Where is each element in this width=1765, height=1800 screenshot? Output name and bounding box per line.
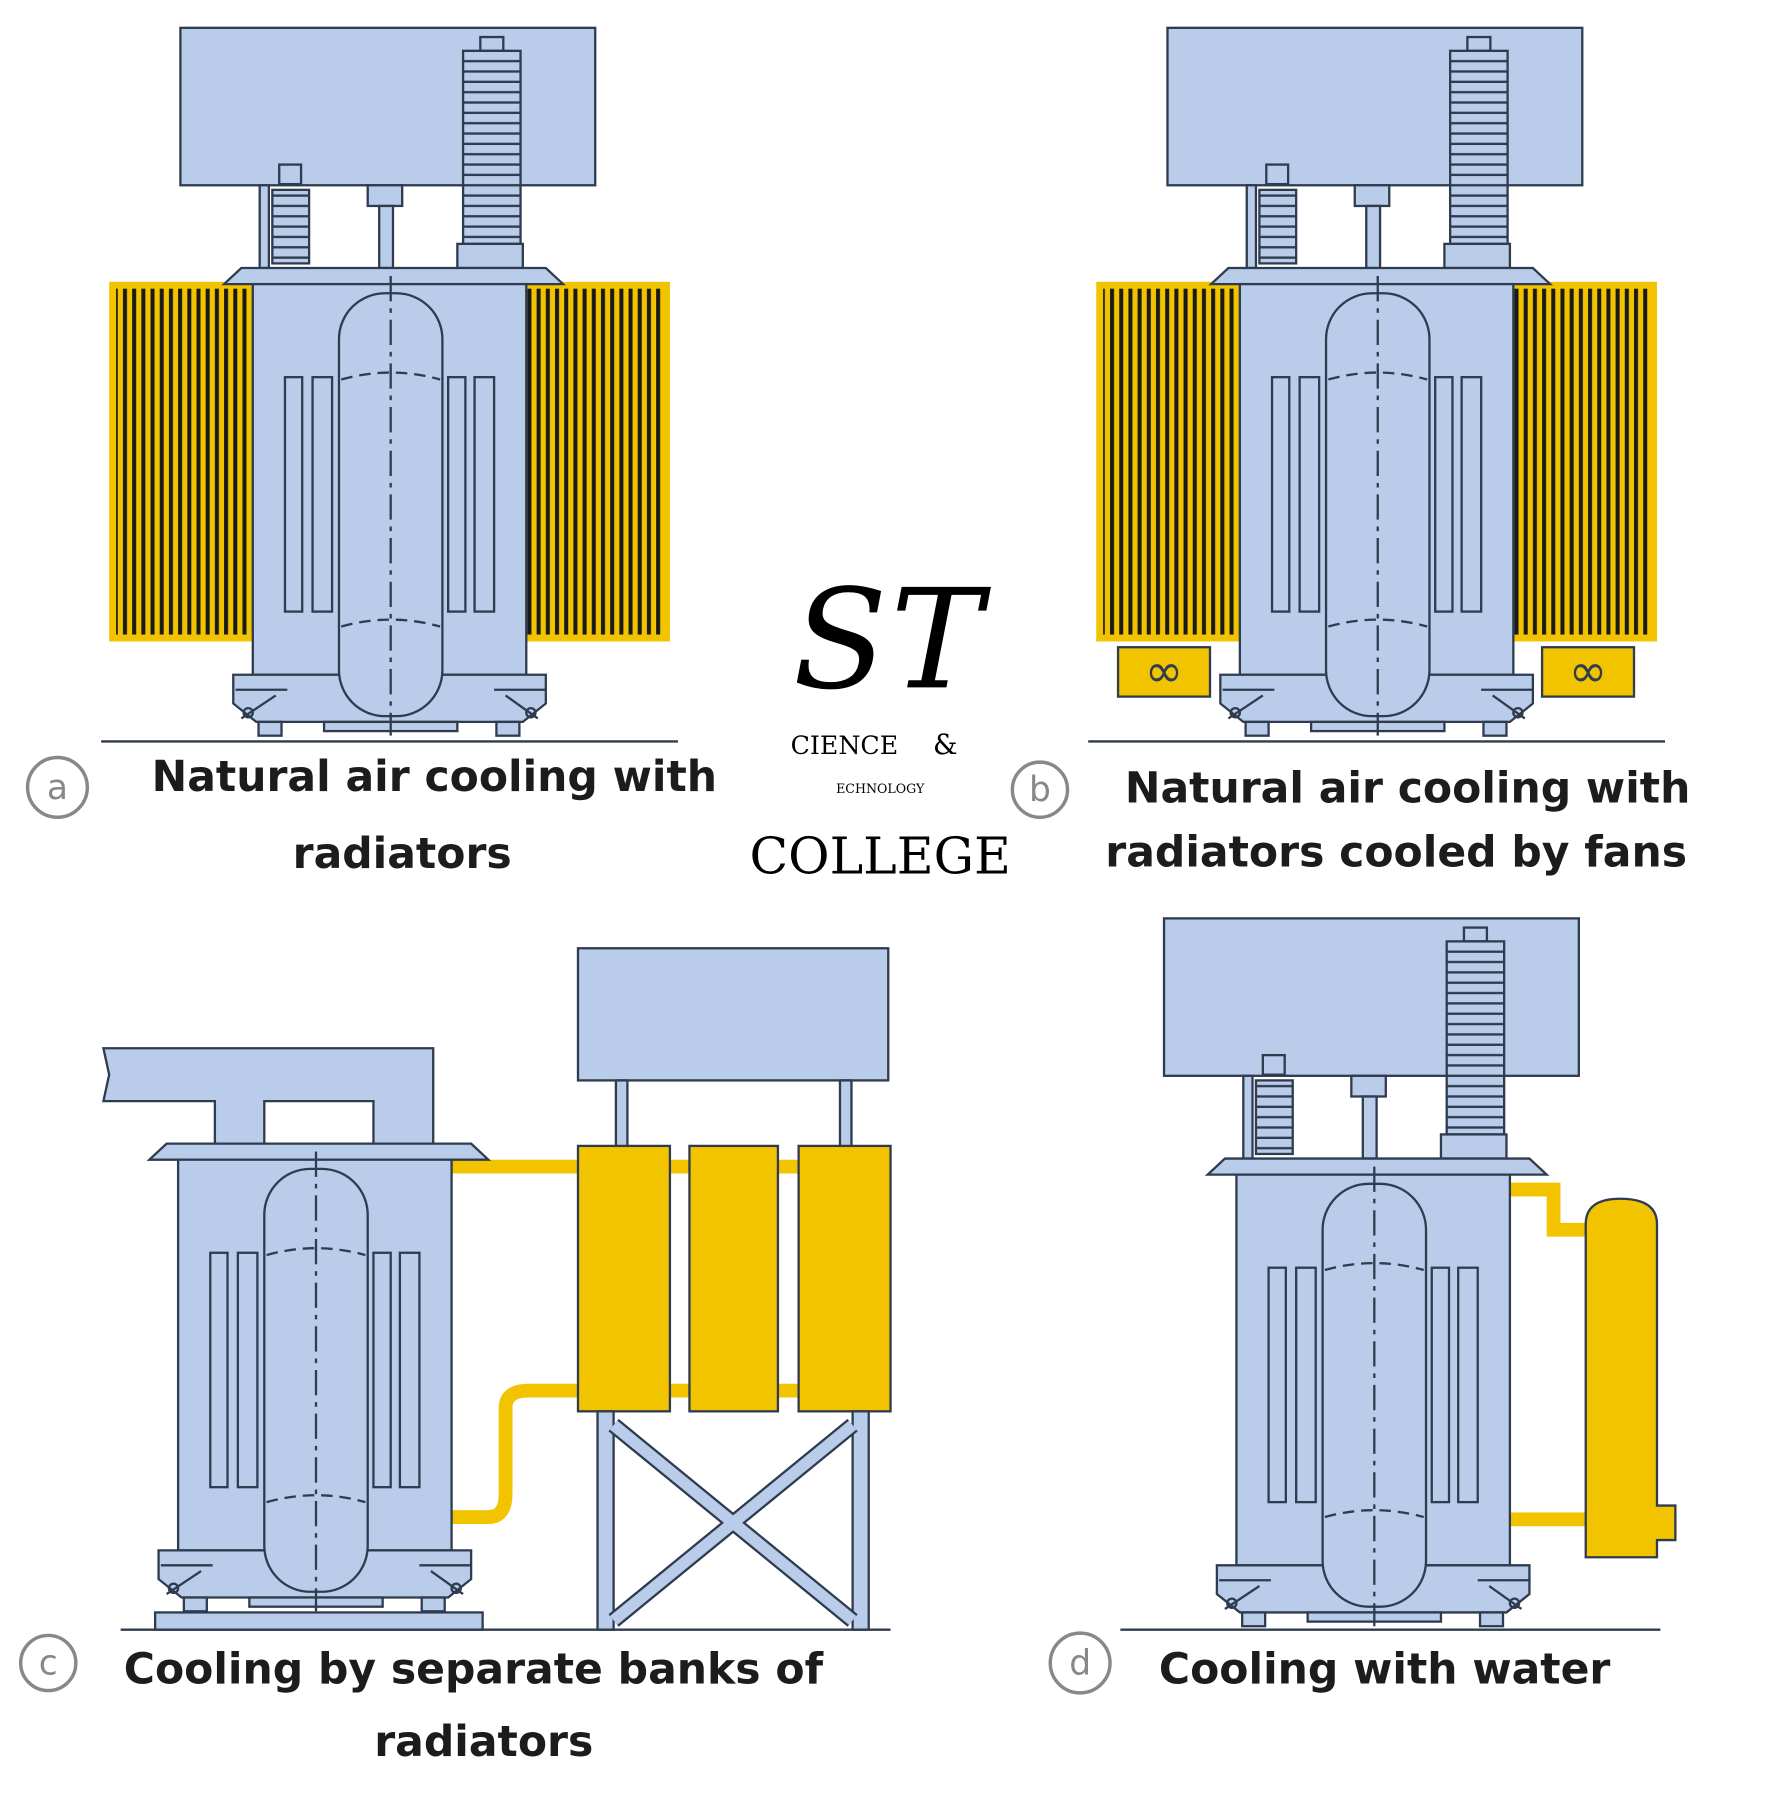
fan-icon: ∞ <box>1116 643 1212 698</box>
panel-a-marker <box>25 755 90 819</box>
panel-a-natural-air-radiators: a Natural air cooling with radiators <box>25 26 717 879</box>
panel-b-marker <box>1010 760 1070 819</box>
radiator-stand <box>596 1410 870 1631</box>
logo-college: COLLEGE <box>749 827 1010 886</box>
svg-text:∞: ∞ <box>1145 643 1183 697</box>
panel-c-separate-radiator-banks: c Cooling by separate banks of radiators <box>18 947 892 1767</box>
panel-d-letter: d <box>1069 1643 1091 1683</box>
panel-d-marker <box>1048 1631 1112 1695</box>
logo-s: S <box>793 559 887 720</box>
panel-c-caption-line1: Cooling by separate banks of <box>124 1646 824 1695</box>
panel-b-caption-line1: Natural air cooling with <box>1125 764 1690 813</box>
panel-b-caption-line2: radiators cooled by fans <box>1105 829 1687 878</box>
panel-c-marker <box>18 1633 78 1693</box>
panel-b-radiators-with-fans: ∞ ∞ b Natural air cooling with radiators… <box>1010 26 1690 878</box>
logo-technology: ECHNOLOGY <box>836 781 925 796</box>
panel-a-caption-line1: Natural air cooling with <box>152 753 717 802</box>
svg-text:∞: ∞ <box>1569 643 1607 697</box>
radiator-bank <box>797 1144 892 1413</box>
logo-t: T <box>891 559 992 720</box>
panel-a-letter: a <box>47 768 68 808</box>
panel-d-water-cooling: d Cooling with water <box>1048 917 1677 1695</box>
logo-ampersand: & <box>933 728 958 761</box>
college-logo: S T CIENCE & ECHNOLOGY COLLEGE <box>749 559 1010 885</box>
panel-a-caption-line2: radiators <box>293 830 512 879</box>
logo-science: CIENCE <box>791 731 899 760</box>
panel-c-caption-line2: radiators <box>374 1718 593 1767</box>
radiator-bank <box>576 1144 672 1413</box>
panel-d-caption-line1: Cooling with water <box>1159 1646 1610 1695</box>
water-cooler <box>1584 1197 1677 1559</box>
fan-icon: ∞ <box>1540 643 1636 698</box>
panel-b-letter: b <box>1029 770 1051 810</box>
panel-c-letter: c <box>39 1643 58 1683</box>
radiator-bank <box>688 1144 780 1413</box>
